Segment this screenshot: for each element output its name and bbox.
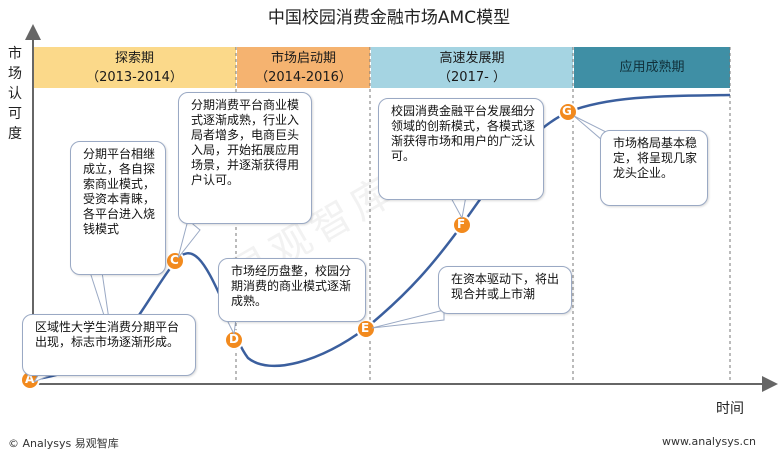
phase-mature-name: 应用成熟期 xyxy=(619,60,685,75)
phase-exploration-name: 探索期 xyxy=(114,51,154,66)
phase-exploration-period: （2013-2014） xyxy=(86,70,183,85)
footer-website: www.analysys.cn xyxy=(662,435,756,448)
annotation-c: 分期消费平台商业模式逐渐成熟，行业入局者增多，电商巨头入局，开始拓展应用场景，并… xyxy=(178,92,312,224)
marker-a-label: A xyxy=(25,372,35,386)
marker-e-label: E xyxy=(361,321,370,335)
annotation-d: 市场经历盘整，校园分期消费的商业模式逐渐成熟。 xyxy=(218,258,366,322)
phase-growth: 高速发展期 （2017- ） xyxy=(371,47,573,88)
marker-g-label: G xyxy=(562,104,572,118)
phase-growth-name: 高速发展期 xyxy=(439,51,505,66)
marker-g xyxy=(558,102,578,122)
annotation-ab: 区域性大学生消费分期平台出现，标志市场逐渐形成。 xyxy=(22,314,196,376)
x-axis-label: 时间 xyxy=(716,401,744,417)
phase-launch-period: （2014-2016） xyxy=(255,70,352,85)
annotation-g: 市场格局基本稳定，将呈现几家龙头企业。 xyxy=(600,130,708,206)
phase-growth-period: （2017- ） xyxy=(438,70,506,85)
marker-c-label: C xyxy=(170,253,179,267)
y-axis-label: 市场认可度 xyxy=(8,46,22,142)
callout-pointer-e xyxy=(371,309,445,329)
footer-copyright: © Analysys 易观智库 xyxy=(8,437,119,450)
chart-title: 中国校园消费金融市场AMC模型 xyxy=(267,8,511,28)
phase-exploration: 探索期 （2013-2014） xyxy=(33,47,236,88)
annotation-b: 分期平台相继成立，各自探索商业模式，受资本青睐，各平台进入烧钱模式 xyxy=(70,141,166,275)
amc-curve xyxy=(29,93,731,382)
marker-d-label: D xyxy=(229,332,239,346)
marker-e xyxy=(356,319,376,339)
marker-f-label: F xyxy=(457,217,466,231)
phase-launch: 市场启动期 （2014-2016） xyxy=(237,47,370,88)
phase-mature: 应用成熟期 xyxy=(574,47,730,88)
callout-pointer-c xyxy=(177,219,201,259)
annotation-f: 校园消费金融平台发展细分领域的创新模式，各模式逐渐获得市场和用户的广泛认可。 xyxy=(378,98,544,200)
annotation-e: 在资本驱动下，将出现合并或上市潮 xyxy=(438,266,572,314)
phase-launch-name: 市场启动期 xyxy=(270,51,336,66)
